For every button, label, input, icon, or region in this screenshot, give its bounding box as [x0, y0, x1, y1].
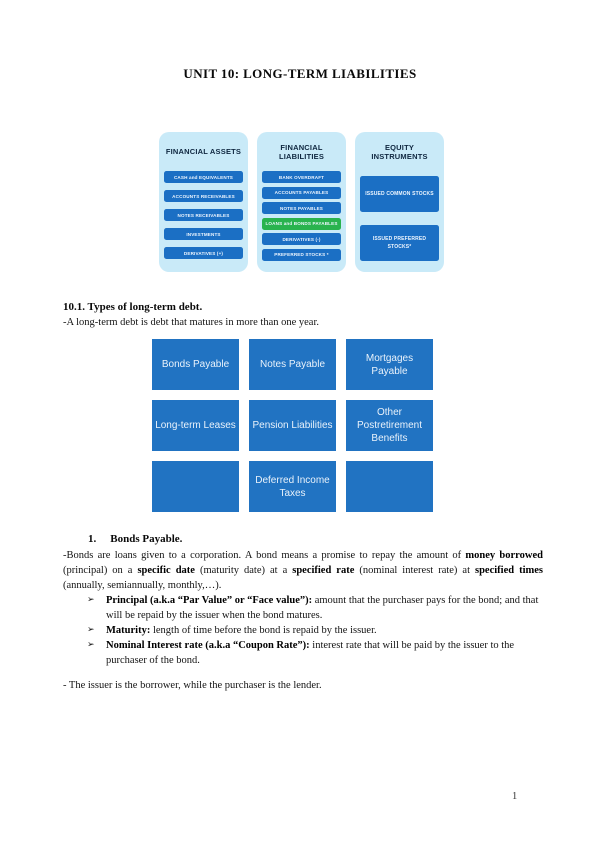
grid-cell-empty — [346, 461, 433, 512]
grid-cell: Deferred Income Taxes — [249, 461, 336, 512]
grid-cell: Bonds Payable — [152, 339, 239, 390]
panel-equity-instruments: EQUITY INSTRUMENTS ISSUED COMMON STOCKS … — [355, 132, 444, 272]
panel-title: FINANCIAL LIABILITIES — [278, 142, 325, 161]
grid-cell: Other Postretirement Benefits — [346, 400, 433, 451]
diagram-item: CASH and EQUIVALENTS — [164, 171, 243, 183]
grid-cell-empty — [152, 461, 239, 512]
grid-cell: Mortgages Payable — [346, 339, 433, 390]
bonds-bullet-list: ➢ Principal (a.k.a “Par Value” or “Face … — [87, 593, 543, 668]
long-term-debt-types-grid: Bonds Payable Notes Payable Mortgages Pa… — [152, 339, 433, 512]
diagram-item: BANK OVERDRAFT — [262, 171, 341, 183]
diagram-item-highlighted: LOANS and BONDS PAYABLES — [262, 217, 341, 230]
closing-note: - The issuer is the borrower, while the … — [63, 680, 322, 691]
diagram-item: INVESTMENTS — [164, 228, 243, 240]
bullet-item: ➢ Maturity: length of time before the bo… — [87, 623, 543, 638]
bullet-text: Principal (a.k.a “Par Value” or “Face va… — [106, 595, 539, 621]
diagram-item: ISSUED PREFERRED STOCKS* — [360, 224, 439, 261]
arrow-bullet-icon: ➢ — [87, 625, 95, 635]
panel-financial-assets: FINANCIAL ASSETS CASH and EQUIVALENTS AC… — [159, 132, 248, 272]
bullet-text: Maturity: length of time before the bond… — [106, 625, 377, 636]
diagram-item: DERIVATIVES (-) — [262, 233, 341, 245]
grid-cell: Pension Liabilities — [249, 400, 336, 451]
panel-title: FINANCIAL ASSETS — [165, 147, 242, 157]
diagram-item: DERIVATIVES (+) — [164, 247, 243, 259]
bullet-text: Nominal Interest rate (a.k.a “Coupon Rat… — [106, 640, 515, 666]
bonds-payable-heading: 1. Bonds Payable. — [88, 533, 182, 545]
panel-items: ISSUED COMMON STOCKS ISSUED PREFERRED ST… — [360, 171, 439, 265]
arrow-bullet-icon: ➢ — [87, 640, 95, 650]
panel-items: CASH and EQUIVALENTS ACCOUNTS RECEIVABLE… — [164, 171, 243, 265]
heading-text: Bonds Payable. — [110, 533, 183, 545]
panel-financial-liabilities: FINANCIAL LIABILITIES BANK OVERDRAFT ACC… — [257, 132, 346, 272]
diagram-item: ISSUED COMMON STOCKS — [360, 175, 439, 212]
bullet-item: ➢ Principal (a.k.a “Par Value” or “Face … — [87, 593, 543, 623]
bullet-item: ➢ Nominal Interest rate (a.k.a “Coupon R… — [87, 638, 543, 668]
section-intro-text: -A long-term debt is debt that matures i… — [63, 317, 320, 328]
section-heading: 10.1. Types of long-term debt. — [63, 301, 203, 313]
diagram-item: PREFERRED STOCKS * — [262, 248, 341, 261]
arrow-bullet-icon: ➢ — [87, 595, 95, 605]
financial-elements-diagram: FINANCIAL ASSETS CASH and EQUIVALENTS AC… — [159, 132, 444, 272]
grid-cell: Long-term Leases — [152, 400, 239, 451]
page-number: 1 — [512, 791, 518, 802]
document-title: UNIT 10: LONG-TERM LIABILITIES — [183, 66, 417, 81]
list-number: 1. — [88, 533, 97, 545]
diagram-item: ACCOUNTS RECEIVABLES — [164, 190, 243, 202]
diagram-item: NOTES PAYABLES — [262, 202, 341, 214]
diagram-item: NOTES RECEIVABLES — [164, 209, 243, 221]
bonds-intro-paragraph: -Bonds are loans given to a corporation.… — [63, 550, 543, 591]
panel-items: BANK OVERDRAFT ACCOUNTS PAYABLES NOTES P… — [262, 171, 341, 265]
panel-title: EQUITY INSTRUMENTS — [371, 142, 428, 161]
grid-cell: Notes Payable — [249, 339, 336, 390]
diagram-item: ACCOUNTS PAYABLES — [262, 186, 341, 199]
